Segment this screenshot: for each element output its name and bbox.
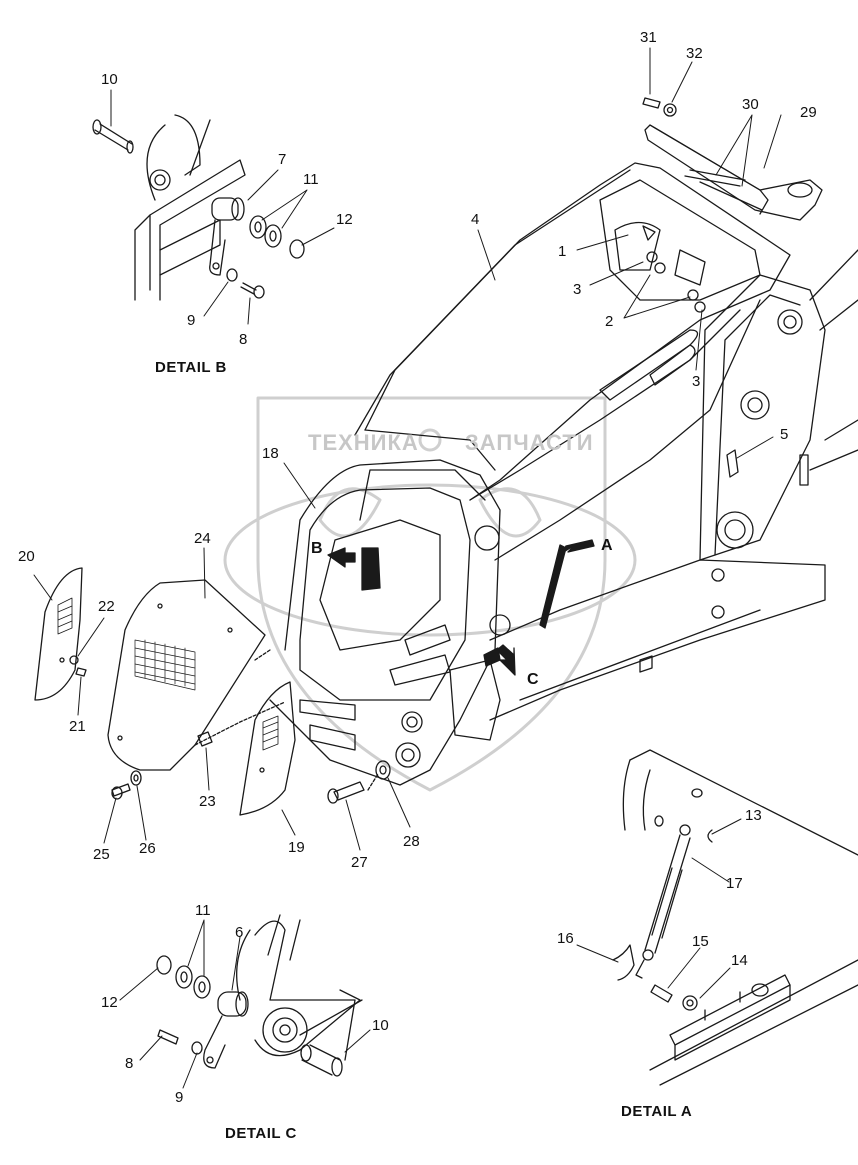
callout-17: 17 [726, 875, 743, 892]
callout-24: 24 [194, 530, 211, 547]
callout-15: 15 [692, 933, 709, 950]
callout-11-detail-c: 11 [195, 902, 211, 919]
callout-3-lower: 3 [692, 373, 701, 390]
callout-21: 21 [69, 718, 86, 735]
top-bracket-drawing [642, 97, 823, 313]
side-panels-drawing [34, 567, 391, 816]
detail-c-drawing [156, 914, 363, 1077]
callout-30: 30 [742, 96, 759, 113]
callout-8-detail-c: 8 [125, 1055, 134, 1072]
callout-4: 4 [471, 211, 480, 228]
detail-c-title: DETAIL C [225, 1125, 297, 1142]
callout-23: 23 [199, 793, 216, 810]
view-marker-c: C [527, 671, 539, 688]
callout-28: 28 [403, 833, 420, 850]
callout-3-upper: 3 [573, 281, 582, 298]
callout-6: 6 [235, 924, 244, 941]
callout-20: 20 [18, 548, 35, 565]
callout-32: 32 [686, 45, 703, 62]
callout-5: 5 [780, 426, 789, 443]
watermark-text-right: ЗАПЧАСТИ [465, 430, 594, 455]
watermark-shield [223, 396, 637, 792]
callout-1: 1 [558, 243, 567, 260]
detail-a-title: DETAIL A [621, 1103, 693, 1120]
callout-13: 13 [745, 807, 762, 824]
callout-19: 19 [288, 839, 305, 856]
view-marker-b: B [311, 540, 323, 557]
callout-12-detail-b: 12 [336, 211, 353, 228]
boom-assembly [269, 162, 858, 786]
callout-22: 22 [98, 598, 115, 615]
detail-b-title: DETAIL B [155, 359, 227, 376]
callout-9-detail-c: 9 [175, 1089, 184, 1106]
detail-b-drawing [92, 114, 305, 301]
callout-8-detail-b: 8 [239, 331, 248, 348]
callout-29: 29 [800, 104, 817, 121]
callout-25: 25 [93, 846, 110, 863]
view-marker-a: A [601, 537, 613, 554]
callout-2: 2 [605, 313, 614, 330]
callout-16: 16 [557, 930, 574, 947]
callout-26: 26 [139, 840, 156, 857]
leader-lines [33, 47, 782, 1089]
detail-a-drawing [612, 749, 858, 1086]
callout-12-detail-c: 12 [101, 994, 118, 1011]
callout-27: 27 [351, 854, 368, 871]
callout-31: 31 [640, 29, 657, 46]
callout-10-detail-b: 10 [101, 71, 118, 88]
callout-18: 18 [262, 445, 279, 462]
callout-7: 7 [278, 151, 287, 168]
callout-9-detail-b: 9 [187, 312, 196, 329]
watermark-text-left: ТЕХНИКА [308, 430, 419, 455]
callout-10-detail-c: 10 [372, 1017, 389, 1034]
callout-11-detail-b: 11 [303, 171, 319, 188]
callout-14: 14 [731, 952, 748, 969]
